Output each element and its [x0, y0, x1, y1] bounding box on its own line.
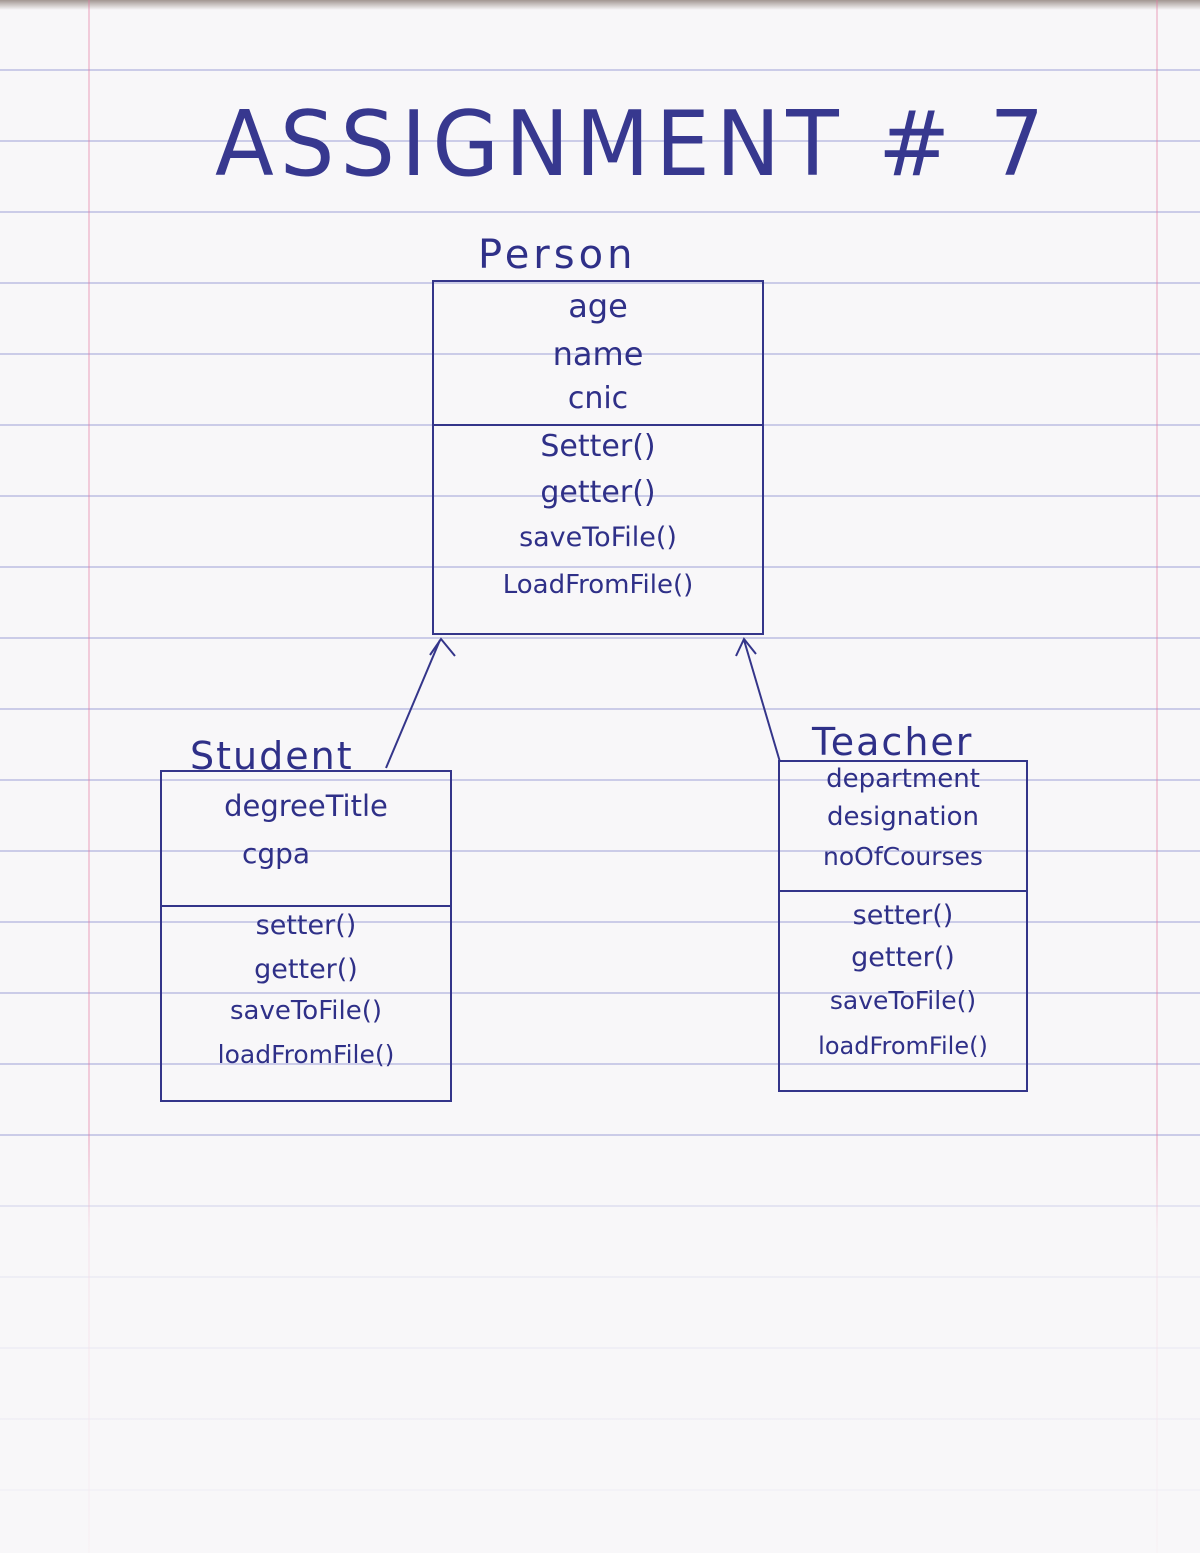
teacher-attribute: noOfCourses [823, 842, 983, 871]
teacher-class-name: Teacher [812, 720, 974, 764]
assignment-title: ASSIGNMENT # 7 [215, 92, 1051, 198]
teacher-method: saveToFile() [829, 986, 977, 1015]
teacher-inherits-person-line [743, 639, 781, 763]
student-inherits-person-line [385, 639, 441, 769]
person-method: getter() [540, 475, 656, 510]
student-divider [162, 905, 450, 907]
student-attribute: degreeTitle [224, 789, 388, 823]
person-class-box: age name cnic Setter() getter() saveToFi… [432, 280, 764, 635]
teacher-attribute: department [826, 764, 980, 794]
teacher-method: getter() [851, 942, 955, 973]
person-method: saveToFile() [519, 522, 677, 553]
teacher-divider [780, 890, 1026, 892]
person-method: Setter() [540, 429, 656, 464]
lower-page-area [0, 1140, 1200, 1553]
person-method: LoadFromFile() [502, 570, 694, 600]
student-arrowhead [429, 637, 456, 657]
person-attribute: name [552, 335, 644, 373]
person-attribute: age [568, 287, 628, 325]
right-margin-line [1156, 0, 1158, 1553]
teacher-arrowhead [735, 637, 757, 657]
student-method: getter() [254, 954, 358, 985]
student-method: setter() [255, 910, 357, 941]
student-attribute: cgpa [241, 837, 311, 870]
page-top-edge [0, 0, 1200, 10]
person-class-name: Person [478, 232, 637, 278]
student-method: loadFromFile() [217, 1040, 395, 1069]
teacher-method: setter() [852, 900, 954, 931]
left-margin-line [88, 0, 90, 1553]
teacher-class-box: department designation noOfCourses sette… [778, 760, 1028, 1092]
student-class-box: degreeTitle cgpa setter() getter() saveT… [160, 770, 452, 1102]
teacher-attribute: designation [827, 802, 979, 832]
person-divider [434, 424, 762, 426]
student-method: saveToFile() [229, 996, 383, 1026]
person-attribute: cnic [567, 381, 629, 416]
teacher-method: loadFromFile() [818, 1032, 988, 1060]
